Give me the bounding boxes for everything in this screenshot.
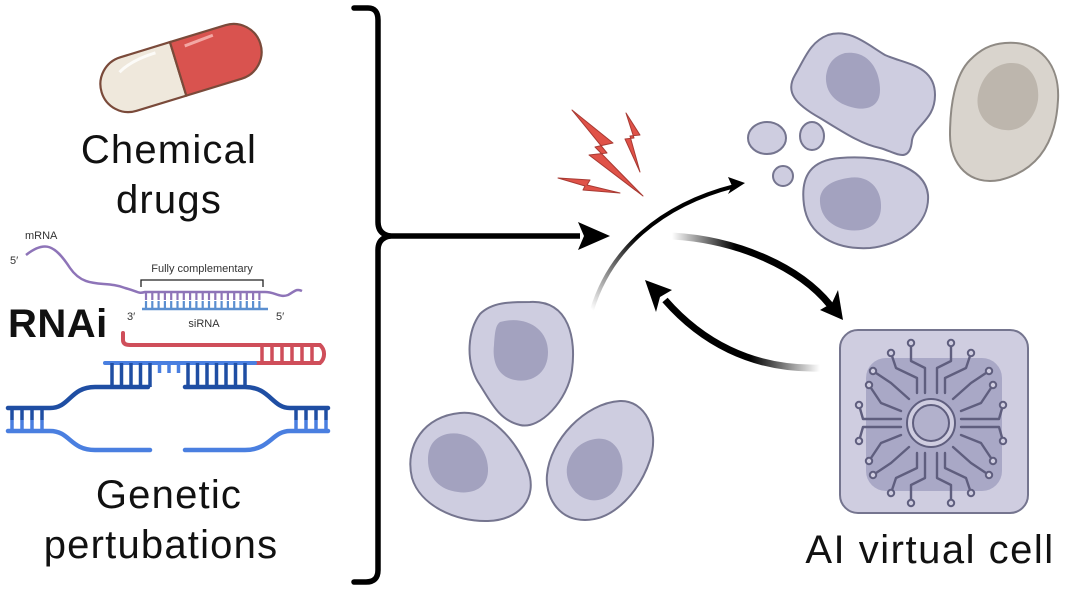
circuit-trace xyxy=(889,351,919,395)
apoptotic-body xyxy=(772,165,794,187)
circuit-trace xyxy=(959,383,995,413)
circuit-trace xyxy=(871,369,911,401)
cell xyxy=(790,32,937,156)
cell xyxy=(545,399,655,522)
circuit-pad xyxy=(906,498,916,508)
circuit-trace xyxy=(943,351,973,395)
circuit-trace xyxy=(935,341,953,395)
rnai-strand-icon: mRNA 5′ Fully complementary 3′ siRNA 5′ xyxy=(10,230,303,330)
circuit-pad xyxy=(998,400,1008,410)
circuit-pad xyxy=(984,366,994,376)
cell xyxy=(409,411,532,523)
grouping-bracket xyxy=(351,5,393,585)
capsule-pill-icon xyxy=(99,22,263,114)
rnai-label: RNAi xyxy=(8,302,108,346)
circuit-pad xyxy=(966,488,976,498)
genetic-perturbations-label-line2: pertubations xyxy=(44,523,279,567)
circuit-pad xyxy=(966,348,976,358)
circuit-pad xyxy=(868,470,878,480)
circuit-trace xyxy=(867,433,903,463)
circuit-chip-icon xyxy=(839,329,1029,514)
circuit-pad xyxy=(854,436,864,446)
circuit-trace xyxy=(959,425,1005,443)
cell xyxy=(468,300,575,427)
circuit-pad xyxy=(906,338,916,348)
healthy-cells-cluster xyxy=(409,300,655,523)
circuit-pad xyxy=(988,380,998,390)
circuit-trace xyxy=(857,425,903,443)
circuit-pad xyxy=(864,380,874,390)
input-arrow xyxy=(388,222,610,250)
circuit-pad xyxy=(946,338,956,348)
circuit-pad xyxy=(886,348,896,358)
apoptotic-body xyxy=(799,121,825,151)
chemical-drugs-label-line1: Chemical xyxy=(81,128,257,172)
circuit-pad xyxy=(998,436,1008,446)
apoptotic-body xyxy=(747,121,787,155)
mrna-5prime-label: 5′ xyxy=(10,255,18,267)
circuit-trace xyxy=(871,445,911,477)
genetic-perturbations-label-line1: Genetic xyxy=(96,473,242,517)
sirna-label: siRNA xyxy=(188,318,220,330)
mrna-label: mRNA xyxy=(25,230,58,242)
circuit-trace xyxy=(909,451,927,505)
cell xyxy=(802,156,930,250)
circuit-pad xyxy=(988,456,998,466)
circuit-pad xyxy=(864,456,874,466)
fully-complementary-label: Fully complementary xyxy=(151,263,253,275)
sirna-5prime-label: 5′ xyxy=(276,311,284,323)
cycle-arrows xyxy=(590,177,843,372)
circuit-trace xyxy=(959,403,1005,421)
circuit-trace xyxy=(909,341,927,395)
circuit-trace xyxy=(951,369,991,401)
chemical-drugs-label-line2: drugs xyxy=(116,178,222,222)
lightning-bolt-icon xyxy=(557,109,644,197)
circuit-trace xyxy=(951,445,991,477)
circuit-pad xyxy=(984,470,994,480)
circuit-trace xyxy=(935,451,953,505)
circuit-pad xyxy=(854,400,864,410)
ai-virtual-cell-label: AI virtual cell xyxy=(805,528,1054,572)
circuit-trace xyxy=(857,403,903,421)
circuit-pad xyxy=(868,366,878,376)
circuit-pad xyxy=(946,498,956,508)
circuit-trace xyxy=(889,451,919,495)
circuit-trace xyxy=(943,451,973,495)
dead-cell xyxy=(948,41,1060,183)
dna-editing-icon xyxy=(5,331,331,453)
sirna-3prime-label: 3′ xyxy=(127,311,135,323)
circuit-trace xyxy=(867,383,903,413)
circuit-trace xyxy=(959,433,995,463)
perturbed-cells-cluster xyxy=(747,32,1060,250)
circuit-pad xyxy=(886,488,896,498)
